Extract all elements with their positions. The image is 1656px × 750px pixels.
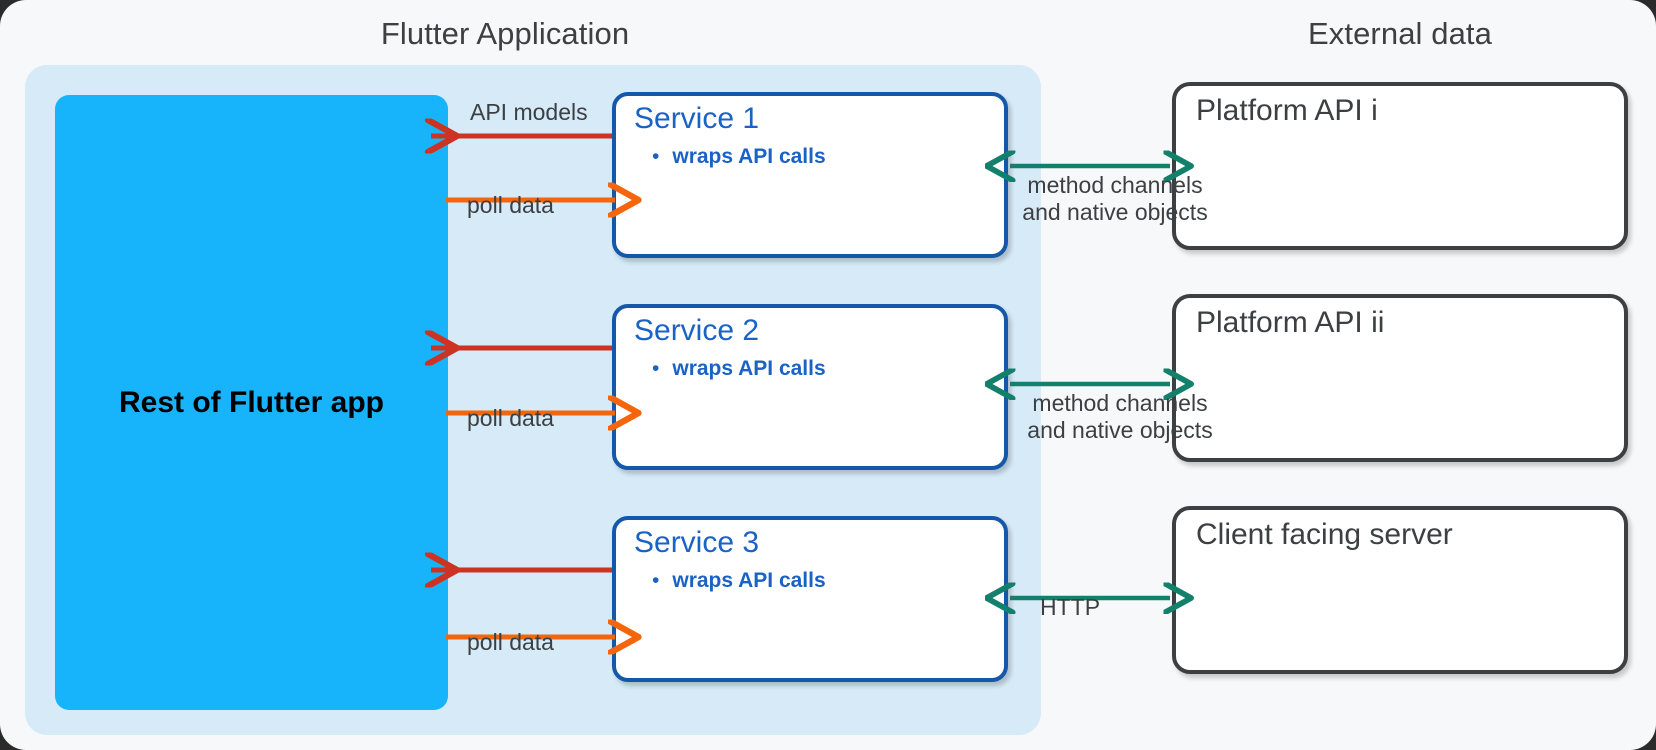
bullet-point-icon: • <box>652 357 660 380</box>
bullet-point-icon: • <box>652 145 660 168</box>
service-1-title: Service 1 <box>634 102 760 135</box>
service-3-title: Service 3 <box>634 526 760 559</box>
label-http: HTTP <box>1040 594 1101 620</box>
label-method-channels-1-line1: method channels <box>1027 172 1203 198</box>
label-method-channels-2-line2: and native objects <box>1027 417 1213 444</box>
service-3-box[interactable]: Service 3 • wraps API calls <box>612 516 1008 682</box>
flutter-application-title: Flutter Application <box>380 16 630 51</box>
label-api-models: API models <box>470 99 588 125</box>
platform-api-i-box[interactable]: Platform API i <box>1172 82 1628 250</box>
platform-api-i-title: Platform API i <box>1196 94 1378 127</box>
client-facing-server-box[interactable]: Client facing server <box>1172 506 1628 674</box>
label-method-channels-2: method channels and native objects <box>1020 390 1220 444</box>
service-1-bullet-text: wraps API calls <box>672 145 826 168</box>
bullet-point-icon: • <box>652 569 660 592</box>
label-method-channels-2-line1: method channels <box>1032 390 1208 416</box>
label-poll-data-1: poll data <box>467 192 554 218</box>
service-2-bullet-text: wraps API calls <box>672 357 826 380</box>
client-facing-server-title: Client facing server <box>1196 518 1453 551</box>
external-data-title: External data <box>1308 16 1492 51</box>
label-poll-data-2: poll data <box>467 405 554 431</box>
service-1-bullet: • wraps API calls <box>652 145 826 169</box>
label-method-channels-1: method channels and native objects <box>1015 172 1215 226</box>
platform-api-ii-title: Platform API ii <box>1196 306 1385 339</box>
rest-of-flutter-app-label: Rest of Flutter app <box>118 385 384 419</box>
service-2-box[interactable]: Service 2 • wraps API calls <box>612 304 1008 470</box>
platform-api-ii-box[interactable]: Platform API ii <box>1172 294 1628 462</box>
label-method-channels-1-line2: and native objects <box>1022 199 1208 226</box>
service-2-title: Service 2 <box>634 314 760 347</box>
service-1-box[interactable]: Service 1 • wraps API calls <box>612 92 1008 258</box>
service-3-bullet-text: wraps API calls <box>672 569 826 592</box>
label-poll-data-3: poll data <box>467 629 554 655</box>
service-2-bullet: • wraps API calls <box>652 357 826 381</box>
rest-of-flutter-app-box[interactable]: Rest of Flutter app <box>55 95 448 710</box>
service-3-bullet: • wraps API calls <box>652 569 826 593</box>
